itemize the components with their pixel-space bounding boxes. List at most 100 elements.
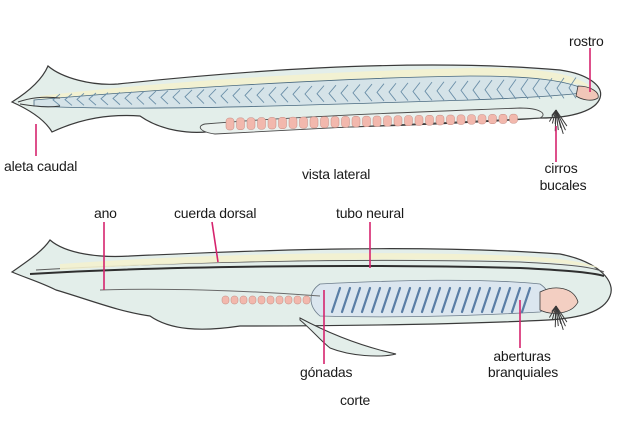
myomere-stripe — [448, 81, 457, 101]
rostrum-tip — [575, 85, 599, 101]
gonad-block — [456, 114, 466, 125]
myomere-stripe — [340, 84, 349, 102]
gonad-block — [257, 295, 266, 305]
gonad-block — [293, 295, 302, 305]
dorsal-band-section — [60, 253, 600, 270]
myomere-stripe — [316, 85, 325, 103]
gonad-block — [414, 115, 424, 126]
caption-vista-lateral: vista lateral — [302, 166, 371, 182]
cirrus — [555, 305, 566, 327]
oral-cirri-section — [548, 305, 568, 331]
gonad-block — [372, 115, 382, 127]
myomere-stripe — [136, 91, 145, 105]
ventral-fin-projection — [299, 317, 397, 357]
gonad-block — [488, 114, 497, 125]
gonad-block — [404, 115, 413, 126]
lateral-view-figure — [10, 64, 602, 135]
notochord-line — [29, 265, 605, 277]
myomere-stripe — [544, 77, 553, 99]
gill-slit — [440, 286, 452, 314]
myomere-stripe — [220, 88, 229, 104]
myomere-stripe — [292, 86, 301, 103]
gill-slit — [330, 286, 342, 314]
myomere-stripe — [352, 84, 361, 102]
gonad-block — [320, 116, 329, 129]
gonad-block — [266, 295, 275, 305]
cirrus — [555, 109, 568, 127]
gill-slit — [510, 286, 522, 314]
label-gonadas: gónadas — [300, 364, 353, 380]
cirrus — [555, 109, 566, 131]
myomere-stripe — [484, 79, 493, 100]
myomere-stripe — [304, 85, 313, 103]
gonad-block — [383, 115, 392, 127]
myomere-stripe — [424, 81, 433, 101]
myomere-stripe — [124, 91, 133, 105]
cirrus — [551, 305, 557, 312]
lateral-myomeres — [52, 77, 577, 106]
label-cirros-line2: bucales — [539, 177, 587, 193]
myomere-stripe — [496, 79, 505, 100]
gonad-block — [467, 114, 476, 125]
gill-slit — [520, 286, 532, 314]
gonad-block — [509, 113, 518, 124]
gill-slit — [380, 286, 392, 314]
myomere-stripe — [100, 92, 109, 106]
myomere-stripe — [244, 87, 253, 104]
myomere-stripe — [568, 77, 577, 99]
gonad-block — [330, 116, 340, 128]
myomere-stripe — [256, 87, 265, 103]
gonad-block — [225, 117, 235, 131]
cirrus — [555, 305, 568, 323]
gonad-block — [498, 114, 508, 124]
myomere-stripe — [52, 93, 61, 106]
section-view-figure — [10, 239, 612, 357]
gonad-block — [288, 116, 298, 129]
gill-slit — [370, 286, 382, 314]
gonad-block — [239, 295, 248, 305]
myomere-stripe — [172, 89, 181, 105]
gill-slit — [350, 286, 362, 314]
gill-slit — [390, 286, 402, 314]
gonad-block — [221, 295, 230, 305]
myomere-stripe — [508, 79, 517, 100]
gill-slit — [460, 286, 472, 314]
gill-slit — [470, 286, 482, 314]
section-gonads — [221, 295, 311, 305]
label-aleta-caudal: aleta caudal — [4, 158, 78, 174]
myomere-stripe — [268, 86, 277, 103]
myomere-stripe — [232, 88, 241, 104]
myomere-stripe — [520, 78, 529, 100]
gill-slit — [400, 286, 412, 314]
myomere-stripe — [388, 82, 397, 102]
gonad-block — [341, 116, 350, 128]
myomere-stripe — [112, 91, 121, 106]
label-aberturas-line2: branquiales — [487, 364, 559, 380]
gill-slit — [420, 286, 432, 314]
gill-slit — [480, 286, 492, 314]
gonad-block — [275, 295, 284, 305]
cirrus — [551, 305, 557, 320]
lateral-gonads — [225, 113, 518, 131]
myomere-stripe — [196, 89, 205, 104]
gonad-block — [248, 295, 257, 305]
gonad-block — [446, 114, 455, 125]
oral-hood — [539, 287, 579, 314]
gonad-block — [302, 295, 311, 305]
gonad-block — [425, 115, 434, 126]
gonad-block — [278, 117, 287, 129]
gill-slit — [360, 286, 372, 314]
myomere-stripe — [148, 90, 157, 105]
gill-slit — [410, 286, 422, 314]
gill-slit — [490, 286, 502, 314]
gonad-block — [351, 116, 361, 128]
caudal-fin-rays — [17, 96, 61, 108]
myomere-stripe — [280, 86, 289, 103]
cirrus — [551, 109, 557, 124]
label-ano: ano — [94, 205, 117, 221]
myomere-stripe — [472, 80, 481, 100]
gill-slit — [450, 286, 462, 314]
myomere-stripe — [412, 82, 421, 101]
